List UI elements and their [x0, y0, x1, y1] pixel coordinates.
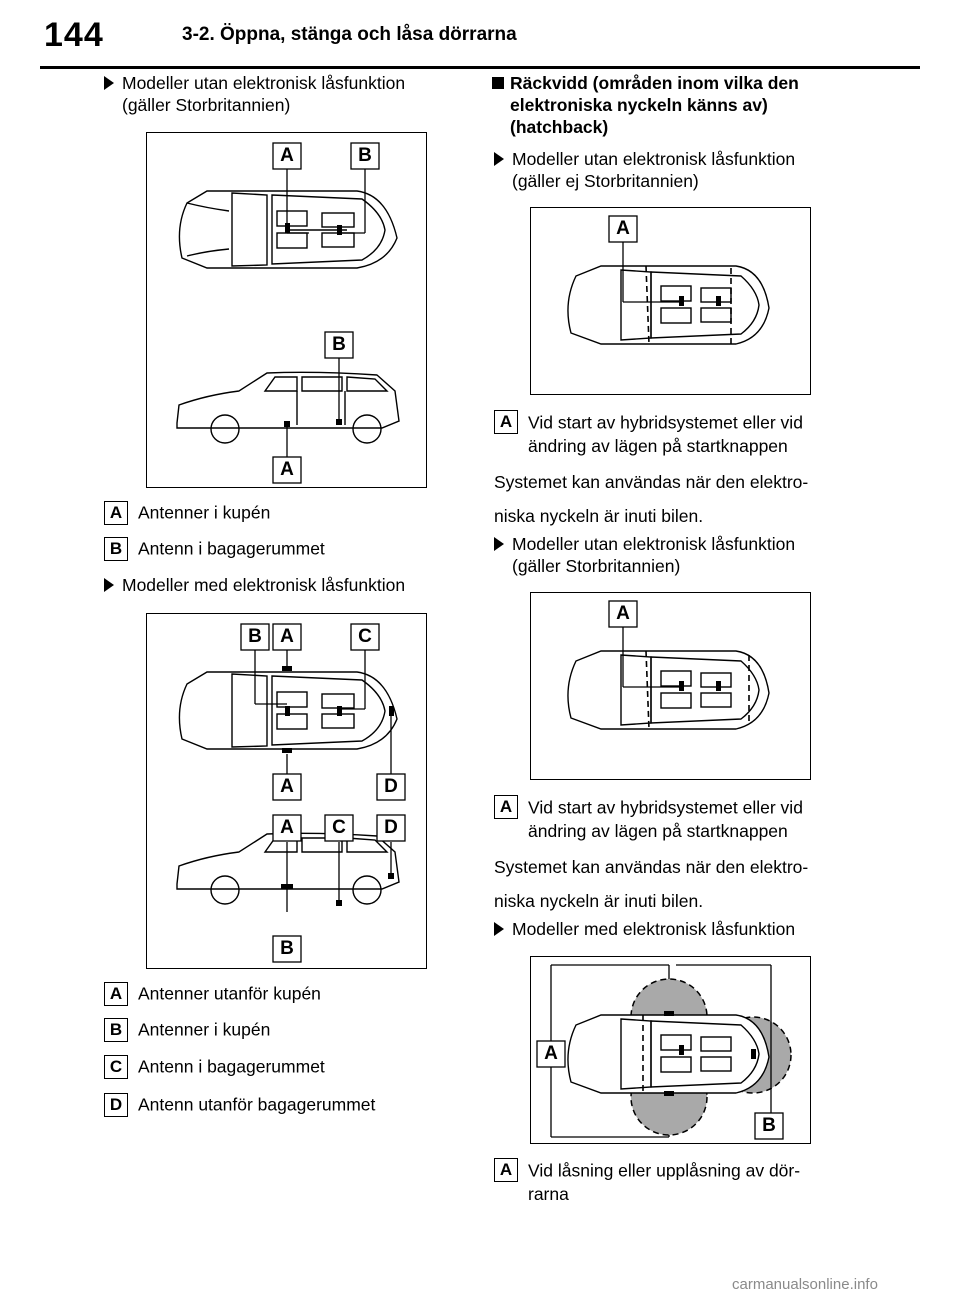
callout-label: A [616, 218, 630, 239]
section-title: 3-2. Öppna, stänga och låsa dörrarna [182, 24, 517, 45]
paragraph: Systemet kan användas när den elektro- n… [494, 472, 809, 526]
callout-label: A [280, 626, 294, 647]
callout-label: A [544, 1043, 558, 1064]
callout-label: A [616, 603, 630, 624]
letter-badge: B [104, 1018, 128, 1042]
triangle-bullet-icon [104, 76, 114, 90]
figure-antenna-locations-no-smart-entry: A B B A [146, 132, 427, 488]
car-topview-1 [567, 215, 770, 345]
figure-detection-range-1: A [530, 207, 811, 395]
legend-continuation: rarna [528, 1184, 569, 1204]
letter-badge: C [104, 1055, 128, 1079]
left-bullet-2: Modeller med elektronisk låsfunktion [104, 574, 482, 596]
callout-label: C [358, 626, 372, 647]
legend-continuation: ändring av lägen på startknappen [528, 436, 788, 456]
callout-label: B [280, 938, 294, 959]
figure-detection-range-3: A B [530, 956, 811, 1144]
watermark: carmanualsonline.info [732, 1276, 878, 1293]
letter-badge: A [104, 501, 128, 525]
triangle-bullet-icon [494, 152, 504, 166]
right-bullet-3: Modeller med elektronisk låsfunktion [494, 918, 872, 940]
letter-badge: B [104, 537, 128, 561]
callout-label: B [762, 1115, 776, 1136]
letter-badge: A [494, 410, 518, 435]
page-number: 144 [44, 16, 104, 54]
triangle-bullet-icon [494, 922, 504, 936]
car-diagram-2 [176, 623, 406, 963]
letter-badge: A [104, 982, 128, 1006]
callout-label: A [280, 459, 294, 480]
callout-label: B [248, 626, 262, 647]
letter-badge: A [494, 795, 518, 820]
callout-label: A [280, 145, 294, 166]
letter-badge: A [494, 1158, 518, 1183]
section-heading: Räckvidd (områden inom vilka den elektro… [492, 72, 890, 138]
right-bullet-1: Modeller utan elektronisk låsfunktion (g… [494, 148, 872, 192]
triangle-bullet-icon [104, 578, 114, 592]
triangle-bullet-icon [494, 537, 504, 551]
right-bullet-2: Modeller utan elektronisk låsfunktion (g… [494, 533, 872, 577]
paragraph: Systemet kan användas när den elektro- n… [494, 857, 809, 911]
legend-continuation: ändring av lägen på startknappen [528, 821, 788, 841]
callout-label: D [384, 776, 398, 797]
header-divider [40, 66, 920, 69]
car-topview-3 [536, 964, 792, 1140]
callout-label: D [384, 817, 398, 838]
car-topview-2 [567, 600, 770, 730]
figure-detection-range-2: A [530, 592, 811, 780]
callout-label: B [358, 145, 372, 166]
callout-label: A [280, 817, 294, 838]
page-header: 144 3-2. Öppna, stänga och låsa dörrarna [0, 0, 960, 70]
left-bullet-1: Modeller utan elektronisk låsfunktion (g… [104, 72, 482, 116]
callout-label: A [280, 776, 294, 797]
figure-antenna-locations-smart-entry: B A C A D A C D B [146, 613, 427, 969]
car-diagram-1 [176, 142, 400, 484]
square-bullet-icon [492, 77, 504, 89]
callout-label: C [332, 817, 346, 838]
callout-label: B [332, 334, 346, 355]
letter-badge: D [104, 1093, 128, 1117]
